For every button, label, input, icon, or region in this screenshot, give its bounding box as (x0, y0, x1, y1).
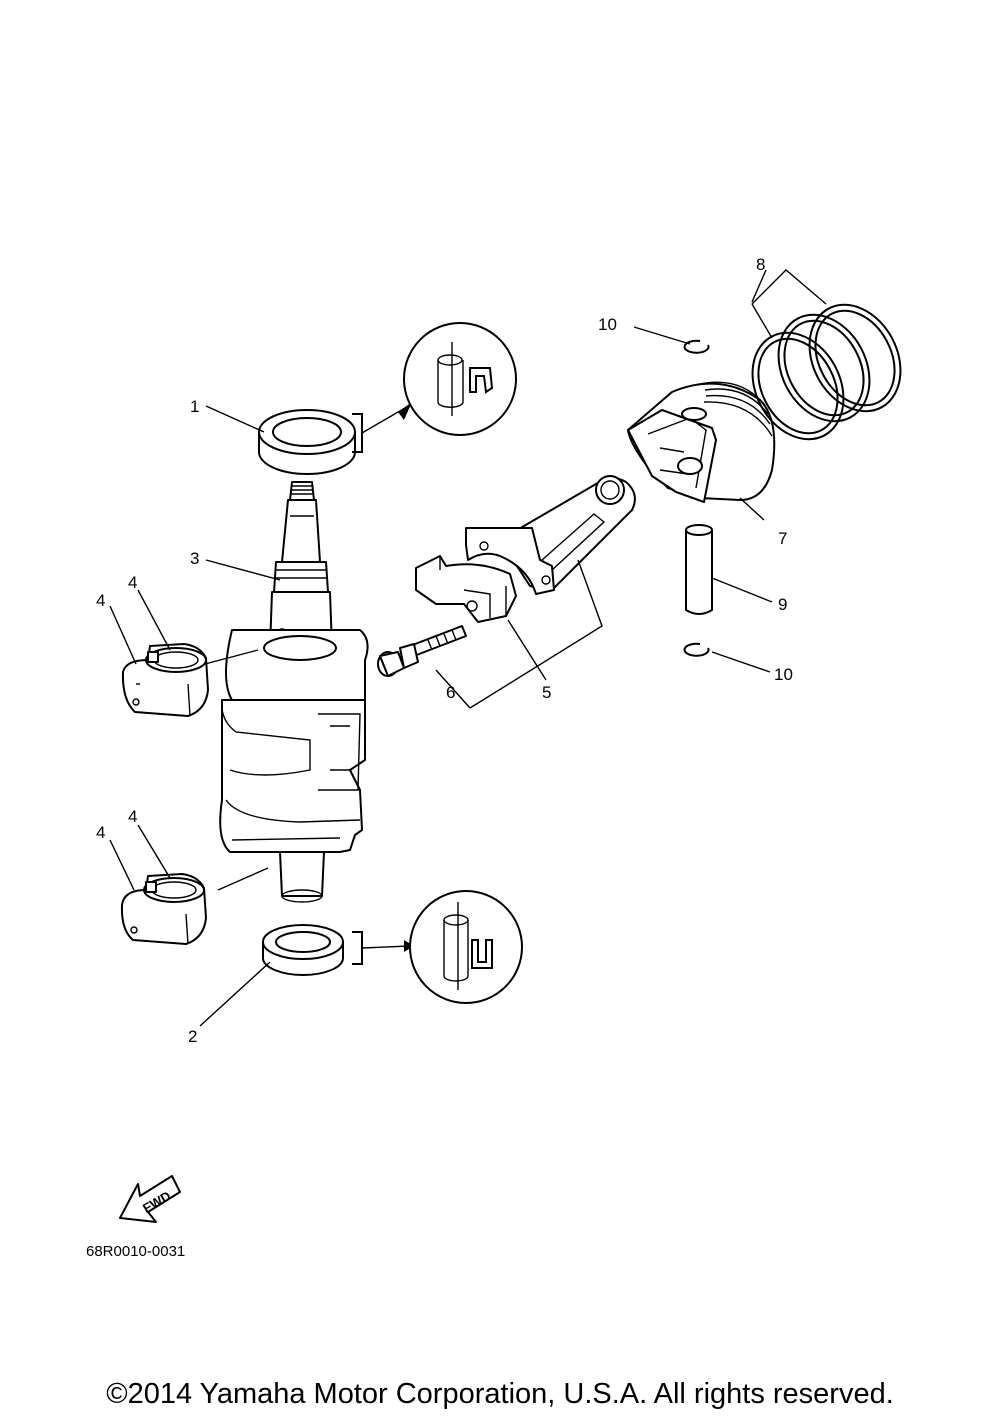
callout-6: 6 (446, 683, 455, 702)
fwd-arrow-icon: FWD (119, 1175, 181, 1223)
callout-4: 4 (128, 573, 137, 592)
detail-leader-upper (361, 407, 406, 434)
callout-7: 7 (778, 529, 787, 548)
callout-1: 1 (190, 397, 199, 416)
callout-10: 10 (774, 665, 793, 684)
callout-8: 8 (756, 255, 765, 274)
callout-10: 10 (598, 315, 617, 334)
callout-3: 3 (190, 549, 199, 568)
piston-pin (685, 524, 713, 615)
callout-4: 4 (96, 591, 105, 610)
connecting-rod (415, 475, 636, 623)
copyright-notice: ©2014 Yamaha Motor Corporation, U.S.A. A… (106, 1378, 894, 1410)
bracket-lower (352, 931, 363, 965)
detail-leader-lower (361, 945, 411, 949)
callout-4: 4 (96, 823, 105, 842)
piston (627, 381, 776, 503)
diagram-code: 68R0010-0031 (86, 1243, 185, 1260)
callout-5: 5 (542, 683, 551, 702)
callout-9: 9 (778, 595, 787, 614)
leader-lines (109, 269, 827, 1027)
seal-orientation-detail-lower (409, 890, 523, 1004)
bearing-upper (121, 643, 209, 717)
oil-seal-lower (262, 924, 344, 976)
oil-seal-upper (258, 409, 356, 475)
seal-orientation-detail-upper (403, 322, 517, 436)
connecting-rod-bolt (377, 625, 467, 677)
circlip-upper (683, 339, 710, 354)
callout-2: 2 (188, 1027, 197, 1046)
callout-4: 4 (128, 807, 137, 826)
circlip-lower (683, 642, 710, 657)
crankshaft (219, 481, 369, 903)
bearing-lower (120, 873, 207, 945)
piston-rings (751, 303, 902, 441)
